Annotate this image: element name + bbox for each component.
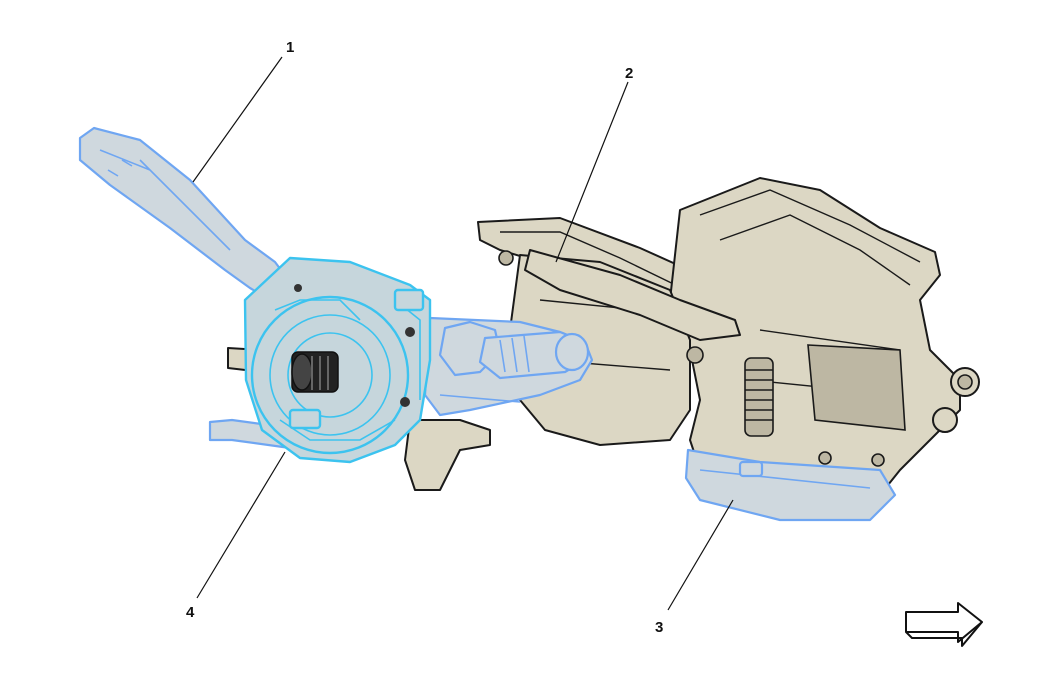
- steering-column-housing: [404, 177, 980, 496]
- callout-4: 4: [186, 451, 286, 621]
- callout-1: 1: [192, 39, 294, 183]
- right-arrow-icon: [905, 602, 983, 647]
- callout-2: 2: [555, 65, 633, 263]
- callout-3: 3: [655, 499, 734, 636]
- part-4-clock-spring: [243, 256, 432, 464]
- callout-label-4: 4: [186, 604, 195, 621]
- callout-label-3: 3: [655, 619, 663, 636]
- callout-label-2: 2: [625, 65, 633, 82]
- callout-label-1: 1: [286, 39, 294, 56]
- part-2-steering-shaft: [423, 316, 594, 417]
- part-3-lower-casing: [684, 448, 897, 522]
